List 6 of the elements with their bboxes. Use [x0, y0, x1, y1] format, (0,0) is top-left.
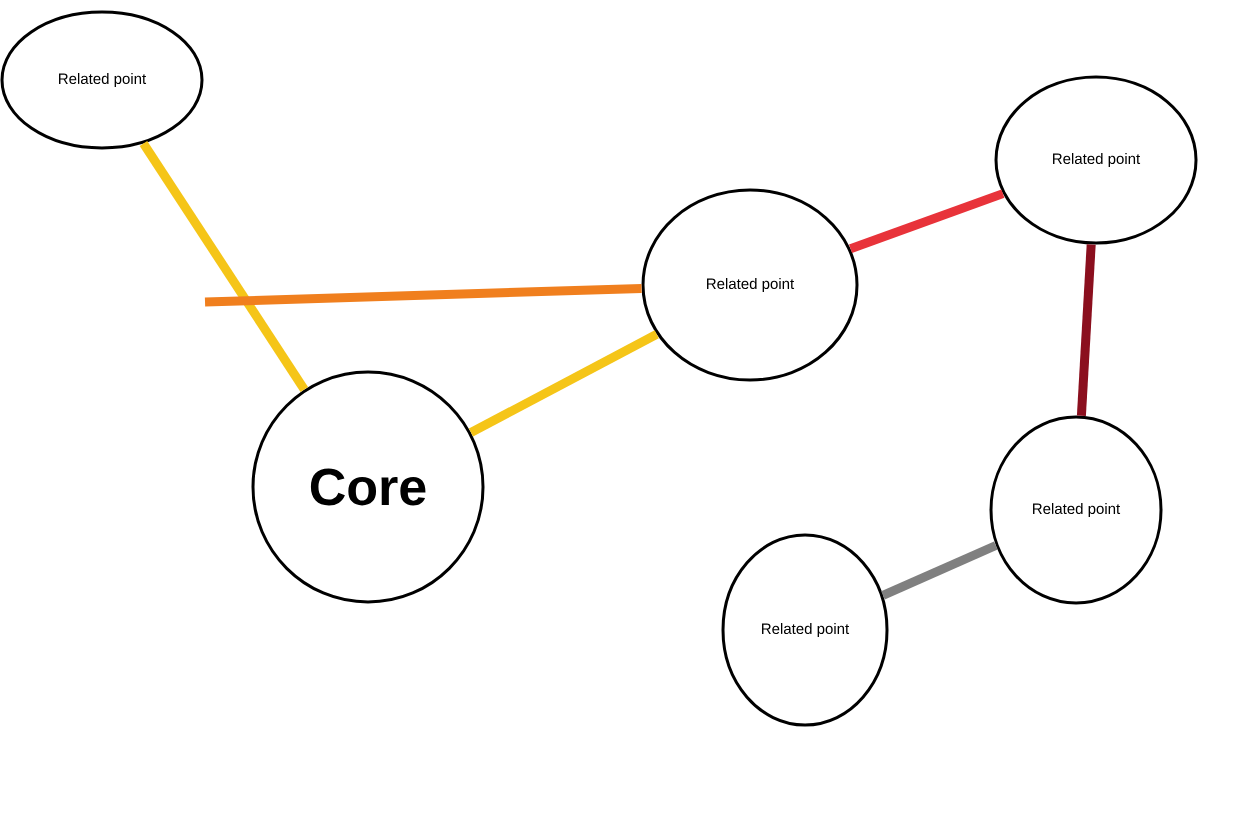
connector-line: [468, 330, 659, 437]
connector-line: [1076, 244, 1096, 416]
connector-line: [881, 541, 998, 600]
connector-line: [849, 189, 1005, 253]
connector-line: [139, 140, 309, 392]
connector-line: [204, 283, 642, 307]
